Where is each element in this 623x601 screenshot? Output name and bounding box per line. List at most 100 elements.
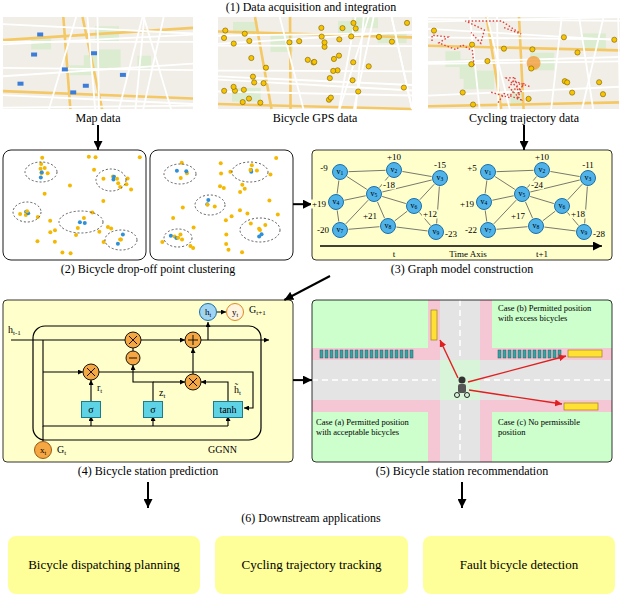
cluster-box: [48, 219, 52, 223]
cluster-box: [35, 239, 39, 243]
title-holder: (1) Data acquisition and integration: [226, 1, 397, 15]
map-image: [340, 17, 369, 109]
text-label: zt: [159, 387, 165, 399]
cluster-box: [176, 236, 180, 240]
graph-edge: [485, 180, 487, 193]
label-holder: +19: [311, 200, 327, 209]
cluster-box: [59, 211, 103, 233]
graph-edge: [382, 180, 431, 192]
map-image: [351, 60, 356, 65]
panel: (4) Bicycle station predictionhtytσσtanh…: [3, 300, 293, 478]
parked-bicycle: [320, 350, 323, 358]
cluster-box: [3, 150, 146, 260]
graph-vertex: v9: [576, 224, 592, 240]
panel-caption: (3) Graph model construction: [312, 262, 612, 276]
map-image: [218, 91, 412, 95]
cluster-box: [160, 240, 164, 244]
node-value: -18: [382, 181, 396, 190]
parked-bicycle: [395, 350, 398, 358]
graph-vertex: v8: [380, 218, 396, 234]
cluster-box: [43, 166, 47, 170]
graph-vertex: v6: [406, 198, 422, 214]
operator-circle: [129, 358, 137, 359]
station-mark: [568, 350, 602, 357]
application-box: Fault bicycle detection: [423, 536, 615, 594]
cluster-box: [106, 225, 110, 229]
panel-caption: Bicycle GPS data: [218, 111, 412, 125]
panel-area: [428, 17, 620, 109]
graph-panel: [312, 150, 612, 260]
parked-bicycle: [513, 350, 516, 358]
text-label: (6) Downstream applications: [241, 512, 380, 526]
label-holder: -15: [433, 161, 447, 170]
operator-circle: [126, 351, 140, 365]
map-image: [351, 20, 356, 25]
map-image: [83, 84, 89, 88]
ggnn-wire: [207, 322, 208, 340]
cluster-box: [276, 212, 280, 216]
map-image: [312, 59, 317, 64]
node-label: tanh: [219, 404, 236, 415]
graph-vertex: v3: [580, 170, 596, 186]
map-image: [70, 90, 76, 94]
cluster-box: [184, 169, 188, 173]
graph-edge: [402, 171, 431, 176]
panel-caption: (4) Bicycle station prediction: [3, 464, 293, 478]
vertex-label: v1: [485, 168, 492, 176]
map-image: [99, 49, 121, 67]
node-value: +5: [466, 164, 478, 173]
map-image: [529, 66, 534, 71]
parked-bicycle: [345, 350, 348, 358]
case-note: Case (b) Permitted position with excess …: [498, 304, 608, 324]
label-holder: +18: [570, 210, 586, 219]
cluster-box: [94, 155, 98, 159]
graph-edge: [550, 171, 579, 176]
cluster-box: [195, 195, 225, 215]
vertex-label: v5: [519, 190, 526, 198]
map-image: [249, 55, 254, 60]
map-image: [232, 88, 261, 102]
text-label: h̃t: [234, 384, 241, 396]
map-image: [63, 17, 70, 109]
map-image: [428, 29, 620, 40]
map-image: [366, 64, 371, 69]
map-image: [485, 58, 490, 63]
cluster-box: [268, 173, 272, 177]
cluster-box: [101, 199, 105, 203]
operator-circle: [129, 336, 137, 344]
cluster-box: [192, 226, 196, 230]
graph-vertex: v5: [366, 186, 382, 202]
graph-edge: [525, 202, 532, 218]
cluster-box: [226, 248, 230, 252]
cluster-box: [78, 220, 82, 224]
cluster-box: [263, 223, 267, 227]
map-image: [37, 32, 43, 36]
lane-marking: [312, 300, 612, 462]
map-image: [246, 96, 251, 101]
label-holder: -9: [319, 164, 329, 173]
parked-bicycle: [330, 350, 333, 358]
panel: (5) Bicycle station recommendation: [312, 300, 612, 478]
map-image: [331, 56, 336, 61]
label-holder: -18: [382, 181, 396, 190]
node-value: -24: [530, 181, 544, 190]
map-image: [31, 53, 37, 57]
parked-bicycle: [320, 350, 561, 358]
map-image: [582, 33, 606, 50]
label-holder: ht-1: [8, 324, 21, 336]
map-image: [221, 35, 226, 40]
graph-panel: [312, 150, 612, 260]
map-image: [62, 67, 68, 71]
operator-circle: [185, 374, 201, 390]
ggnn-wire: [201, 339, 269, 340]
cluster-box: [39, 162, 43, 166]
map-image: [432, 35, 474, 65]
map-image: [87, 17, 95, 109]
node-value: -9: [319, 164, 329, 173]
cluster-box: [181, 206, 185, 210]
node-label: σ: [150, 404, 155, 415]
cluster-box: [224, 218, 228, 222]
cluster-box: [257, 234, 261, 238]
cluster-box: [164, 229, 192, 247]
label-holder: +5: [466, 164, 478, 173]
